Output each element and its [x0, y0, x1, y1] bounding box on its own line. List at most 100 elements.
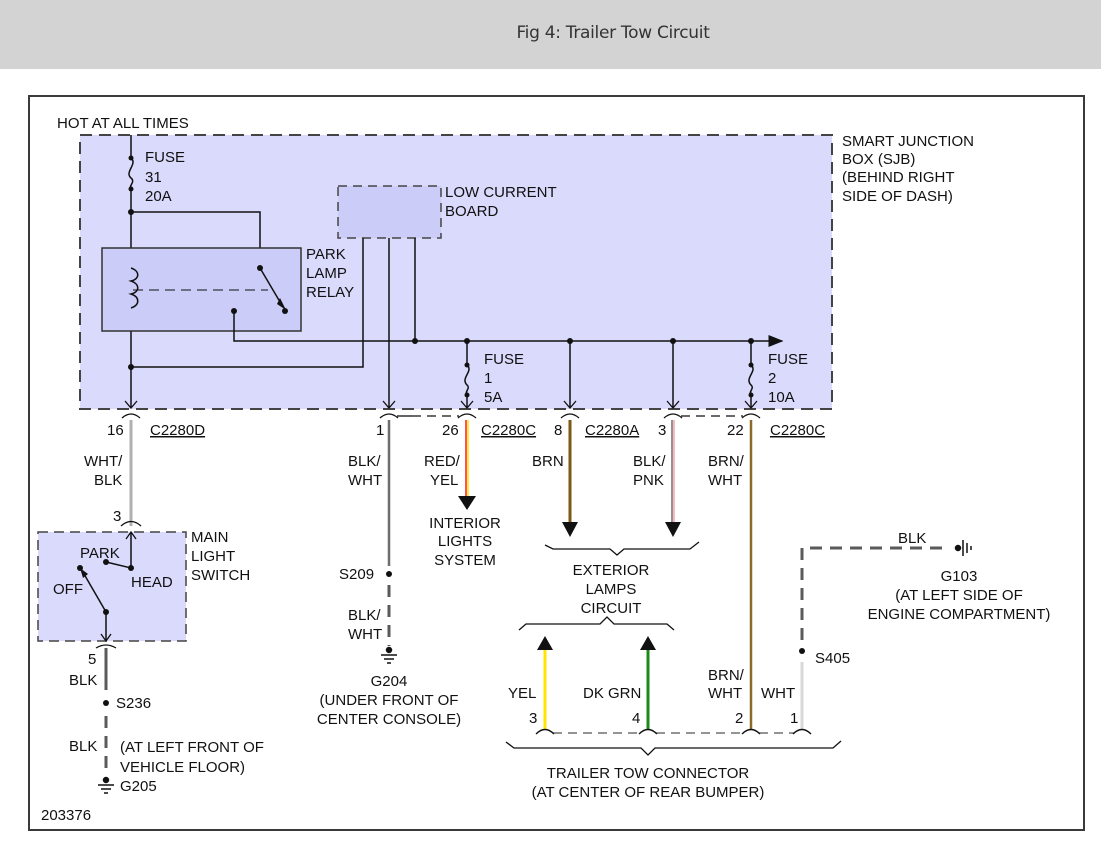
- pin-8: 8: [554, 422, 562, 439]
- connector-c2280c: C2280C: [481, 422, 536, 439]
- splice-s236-dot: [103, 700, 109, 706]
- pin-1: 1: [376, 422, 384, 439]
- lcb-label-2: BOARD: [445, 203, 499, 220]
- trailer-pin-2: 2: [735, 710, 743, 727]
- mls-contact-arm: [105, 561, 132, 569]
- interior-lights-1: INTERIOR: [429, 515, 501, 532]
- connector-c2280d: C2280D: [150, 422, 205, 439]
- wire-blk-dashed-g103: [800, 546, 948, 640]
- pin-22: 22: [727, 422, 744, 439]
- bus-wire: [233, 311, 784, 347]
- exterior-lamps-bracket: [544, 541, 700, 556]
- ground-g103-icon: [954, 540, 972, 556]
- g205-location-1: (AT LEFT FRONT OF: [120, 739, 264, 756]
- pin-socket-icon: [663, 413, 683, 419]
- splice-s209-dot: [386, 571, 392, 577]
- main-light-switch: [37, 531, 187, 642]
- fuse-31-number: 31: [145, 169, 162, 186]
- splice-s209: S209: [339, 566, 374, 583]
- relay-coil-icon: [128, 267, 139, 309]
- pin-socket-icon: [638, 728, 658, 735]
- relay-label-1: PARK: [306, 246, 346, 263]
- wire-label: DK GRN: [583, 685, 641, 702]
- trailer-connector-label-1: TRAILER TOW CONNECTOR: [547, 765, 750, 782]
- pin-socket-icon: [560, 413, 580, 419]
- g205-location-2: VEHICLE FLOOR): [120, 759, 245, 776]
- ground-g204: G204: [371, 673, 408, 690]
- wire-label: YEL: [508, 685, 536, 702]
- g103-location-1: (AT LEFT SIDE OF: [895, 587, 1023, 604]
- wire-label: BLK: [69, 738, 97, 755]
- trailer-pin-4: 4: [632, 710, 640, 727]
- pin-26: 26: [442, 422, 459, 439]
- interior-lights-3: SYSTEM: [434, 552, 496, 569]
- mls-contact: [103, 559, 109, 565]
- pin-socket-icon: [741, 728, 761, 735]
- wire-label: RED/: [424, 453, 461, 470]
- fuse-1-label: FUSE: [484, 351, 524, 368]
- exterior-lamps-2: LAMPS: [586, 581, 637, 598]
- trailer-connector-sockets: [535, 728, 812, 735]
- pin-socket-icon: [121, 413, 141, 419]
- pin-chevron-icon: [124, 400, 138, 409]
- pin-chevron-icon: [460, 400, 474, 409]
- figure-title: Fig 4: Trailer Tow Circuit: [516, 23, 710, 43]
- mls-park: PARK: [80, 545, 120, 562]
- wire-label: WHT: [348, 626, 382, 643]
- pin-mls-3: 3: [113, 508, 121, 525]
- arrow-up-icon: [537, 636, 553, 650]
- pin-chevron-icon: [382, 400, 396, 409]
- arrow-down-icon: [562, 522, 578, 537]
- mls-switch-arm: [83, 573, 107, 613]
- wire-label: BLK/: [633, 453, 666, 470]
- wire-label: BLK: [94, 472, 122, 489]
- mls-off: OFF: [53, 581, 83, 598]
- exterior-lamps-3: CIRCUIT: [581, 600, 642, 617]
- g204-location-2: CENTER CONSOLE): [317, 711, 461, 728]
- pin-socket-icon: [457, 413, 477, 419]
- junction-dot: [412, 338, 418, 344]
- low-current-board: [337, 185, 442, 239]
- sjb-label-2: BOX (SJB): [842, 151, 915, 168]
- relay-contact: [282, 308, 288, 314]
- trailer-connector-bracket: [505, 740, 842, 756]
- pin-socket-icon: [379, 413, 399, 419]
- relay-arrow-icon: [277, 298, 286, 310]
- wire-label: BLK/: [348, 453, 381, 470]
- arrow-up-icon: [640, 636, 656, 650]
- pin-socket-icon: [535, 728, 555, 735]
- sjb-label-4: SIDE OF DASH): [842, 188, 953, 205]
- fuse-31-rating: 20A: [145, 188, 172, 205]
- lcb-wire: [131, 238, 364, 368]
- wire-label: BLK: [898, 530, 926, 547]
- fuse-31-label: FUSE: [145, 149, 185, 166]
- relay-label-3: RELAY: [306, 284, 354, 301]
- fuse-1-number: 1: [484, 370, 492, 387]
- mls-head: HEAD: [131, 574, 173, 591]
- pin-socket-icon: [741, 413, 761, 419]
- exterior-lamps-1: EXTERIOR: [573, 562, 650, 579]
- fuse-2-label: FUSE: [768, 351, 808, 368]
- mls-label-2: LIGHT: [191, 548, 235, 565]
- trailer-pin-1: 1: [790, 710, 798, 727]
- trailer-connector-label-2: (AT CENTER OF REAR BUMPER): [532, 784, 765, 801]
- pin-socket: [95, 644, 117, 649]
- pin-chevron-icon: [666, 400, 680, 409]
- ground-g205-icon: [98, 776, 114, 794]
- pin-socket: [120, 520, 142, 527]
- splice-s405-dot: [799, 648, 805, 654]
- fuse-2-number: 2: [768, 370, 776, 387]
- mls-label-1: MAIN: [191, 529, 229, 546]
- sjb-label-3: (BEHIND RIGHT: [842, 169, 955, 186]
- ground-g204-icon: [381, 646, 397, 664]
- g103-location-2: ENGINE COMPARTMENT): [868, 606, 1051, 623]
- wire-label: WHT: [708, 472, 742, 489]
- fuse-31-icon: [128, 155, 134, 192]
- pin-chevron-icon: [563, 400, 577, 409]
- wire-label: WHT: [761, 685, 795, 702]
- pin-16: 16: [107, 422, 124, 439]
- wire-label: BLK/: [348, 607, 381, 624]
- relay-label-2: LAMP: [306, 265, 347, 282]
- wire-label: PNK: [633, 472, 664, 489]
